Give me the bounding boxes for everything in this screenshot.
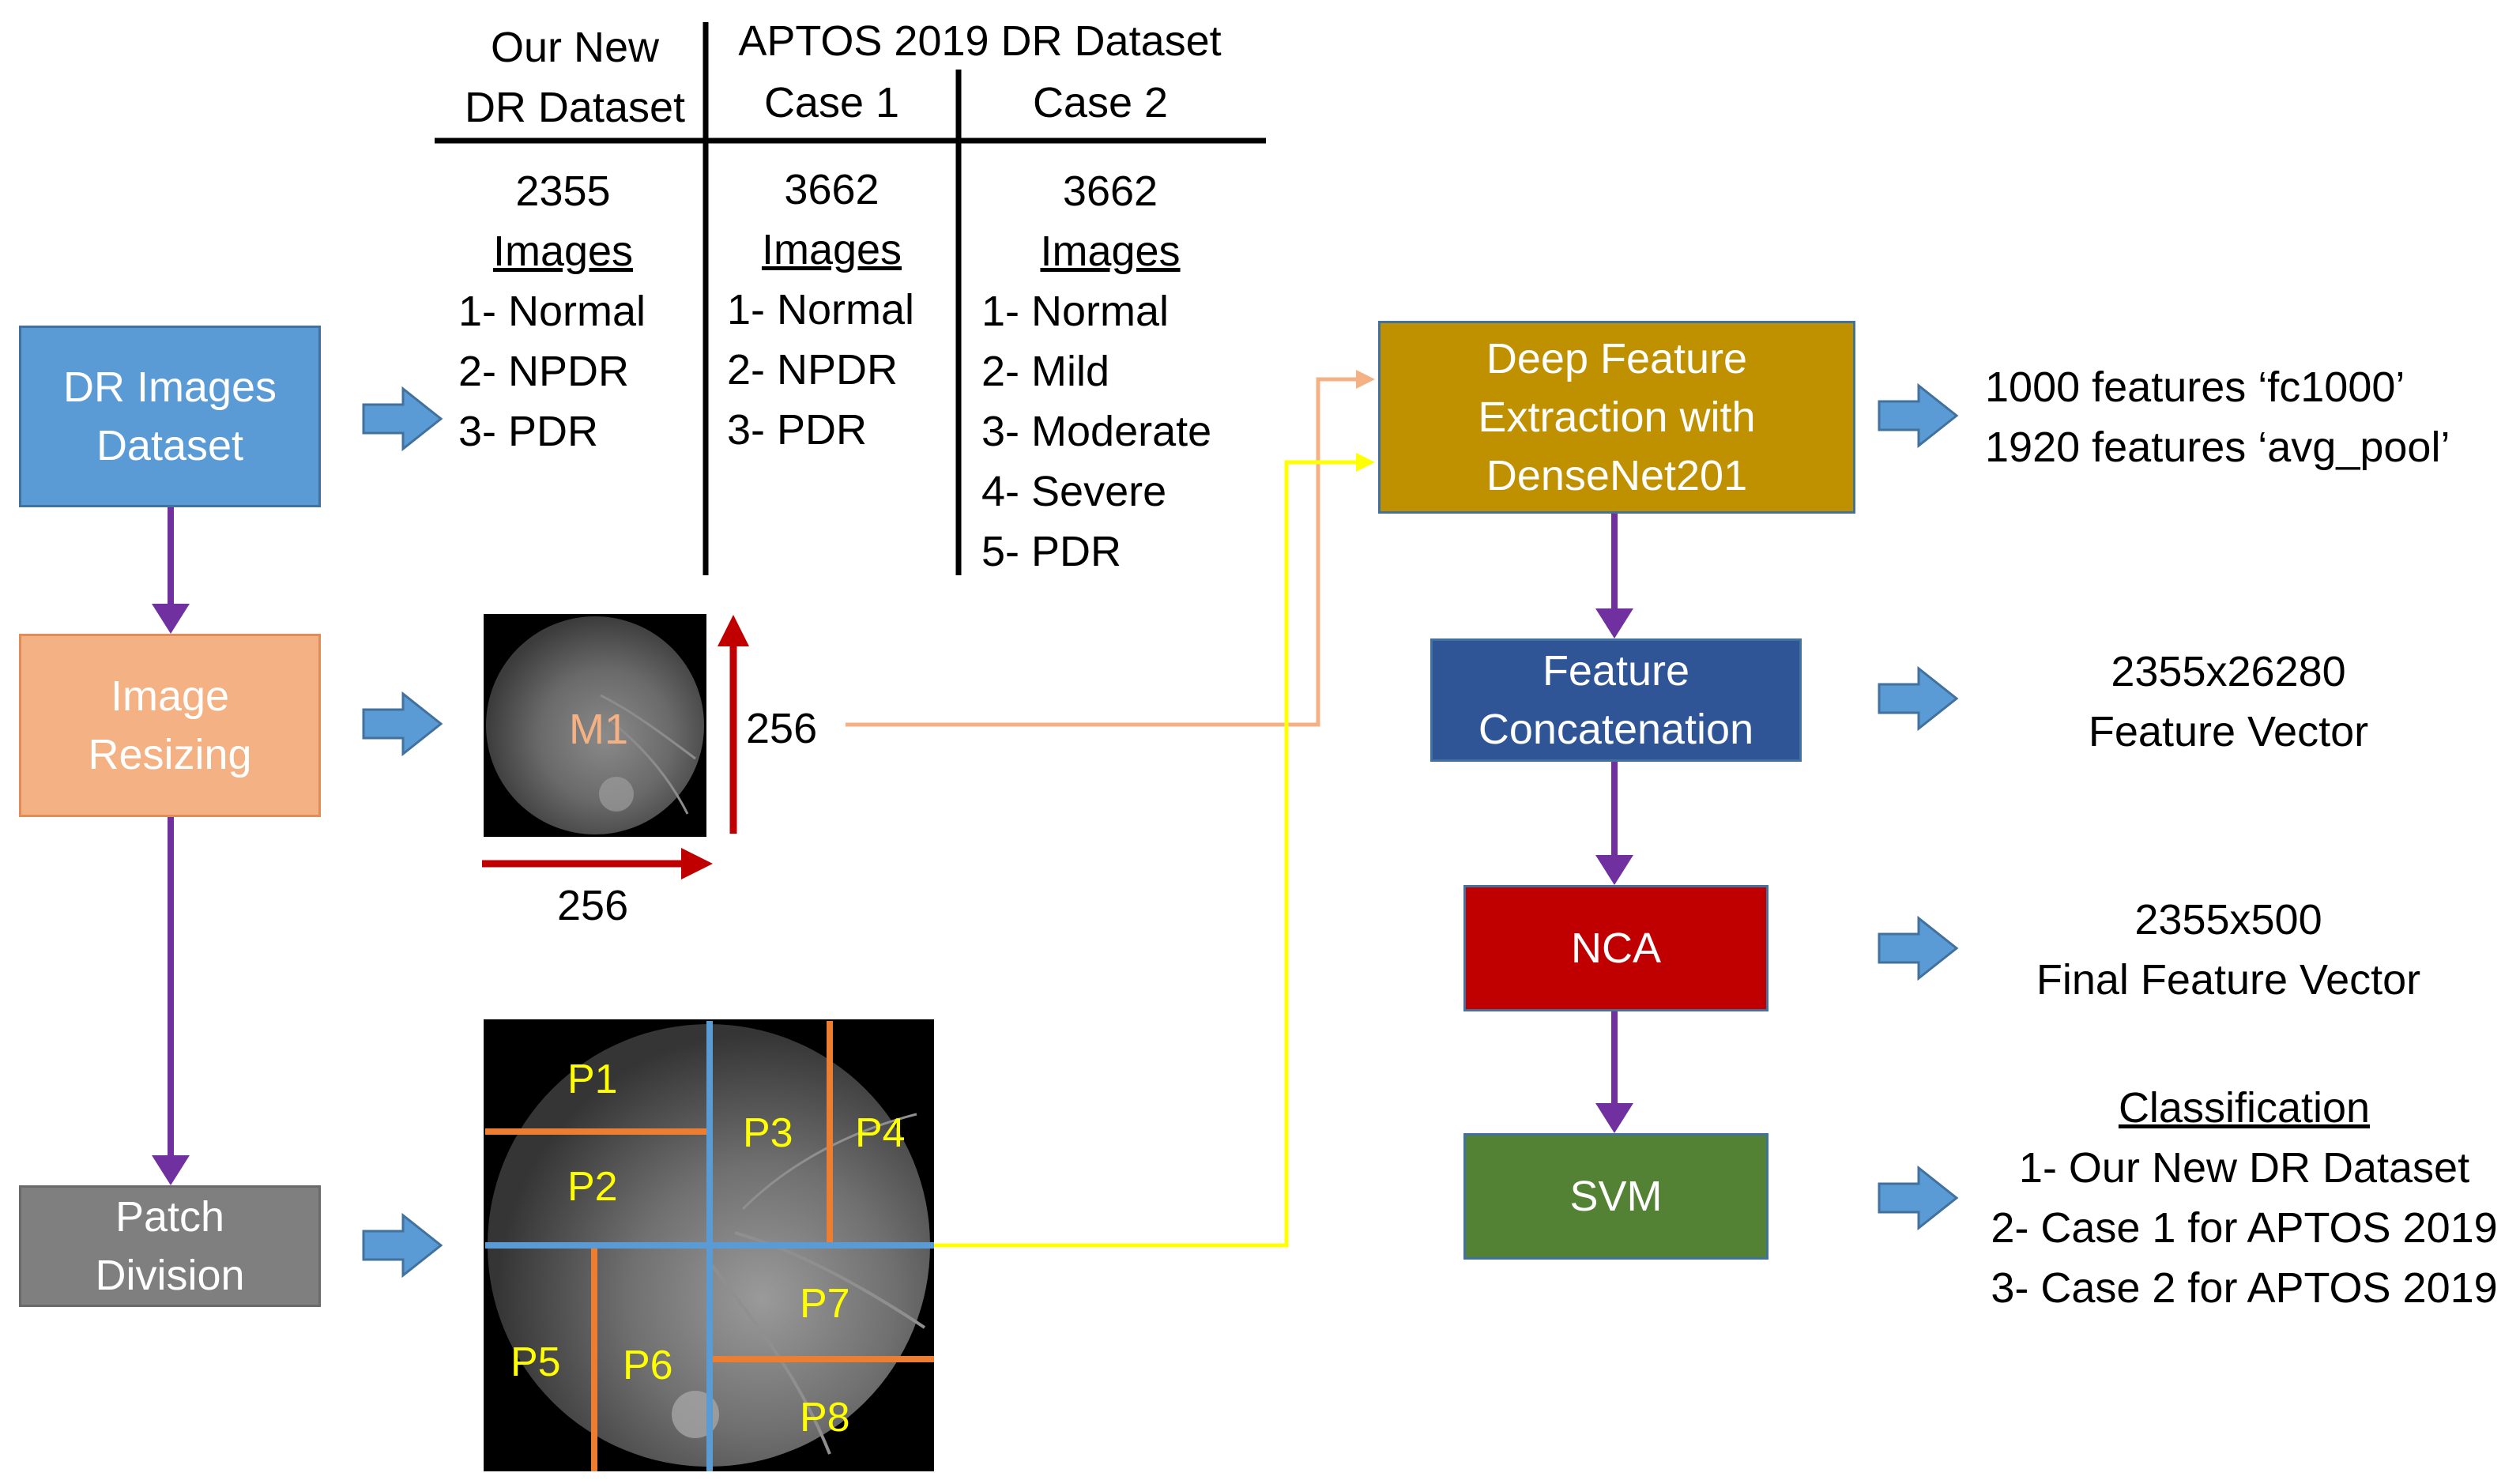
col2-item: 1- Normal <box>727 286 915 333</box>
col1-item: 3- PDR <box>458 408 599 455</box>
patch-division-box: Patch Division <box>19 1185 321 1307</box>
concat-box-line1: Feature <box>1542 647 1690 695</box>
col1-count: 2355 <box>515 168 611 215</box>
nca-output-line1: 2355x500 <box>2134 896 2322 944</box>
classification-item: 1- Our New DR Dataset <box>2018 1144 2470 1192</box>
feature-extraction-box: Deep Feature Extraction with DenseNet201 <box>1378 321 1855 514</box>
patch-label-p3: P3 <box>743 1110 793 1156</box>
col3-item: 1- Normal <box>981 288 1170 335</box>
feature-concatenation-box: Feature Concatenation <box>1430 638 1802 762</box>
classification-item: 3- Case 2 for APTOS 2019 <box>1991 1264 2498 1312</box>
nca-output-line2: Final Feature Vector <box>2036 956 2421 1004</box>
resizing-box-line2: Resizing <box>88 731 252 778</box>
classification-output: Classification 1- Our New DR Dataset 2- … <box>1976 1078 2513 1318</box>
patch-label-p2: P2 <box>567 1164 618 1210</box>
resized-fundus-image <box>484 614 706 837</box>
extraction-box-line3: DenseNet201 <box>1486 452 1748 499</box>
nca-output: 2355x500 Final Feature Vector <box>1991 890 2465 1010</box>
classification-title: Classification <box>2118 1084 2371 1132</box>
col1-header-line1: Our New <box>490 24 660 71</box>
right-flow-arrows <box>1595 514 1633 1133</box>
col2-unit: Images <box>761 226 902 273</box>
patch-box-line1: Patch <box>115 1193 225 1241</box>
col3-count: 3662 <box>1062 168 1158 215</box>
col3-header: Case 2 <box>1032 79 1169 126</box>
patch-fundus-image <box>484 1019 934 1471</box>
col1-unit: Images <box>492 228 634 275</box>
col1-header-line2: DR Dataset <box>464 84 686 131</box>
col3-unit: Images <box>1040 228 1181 275</box>
extraction-box-line1: Deep Feature <box>1486 335 1748 382</box>
resized-image-label: M1 <box>569 706 629 753</box>
svm-box-label: SVM <box>1569 1173 1663 1220</box>
image-resizing-box: Image Resizing <box>19 634 321 817</box>
block-arrows <box>362 382 1959 1279</box>
col3-item: 2- Mild <box>981 348 1110 395</box>
dr-images-dataset-box: DR Images Dataset <box>19 326 321 507</box>
patch-label-p7: P7 <box>800 1281 850 1327</box>
connector-lines <box>846 370 1375 1248</box>
concat-output: 2355x26280 Feature Vector <box>2031 642 2426 762</box>
dimension-arrows <box>482 615 749 879</box>
col3-item: 5- PDR <box>981 528 1122 575</box>
col2-count: 3662 <box>784 166 880 213</box>
col3-item: 3- Moderate <box>981 408 1212 455</box>
extraction-box-line2: Extraction with <box>1478 394 1756 441</box>
patch-box-line2: Division <box>95 1252 245 1299</box>
col3-item: 4- Severe <box>981 468 1167 515</box>
nca-box-label: NCA <box>1570 925 1661 972</box>
features-output-line1: 1000 features ‘fc1000’ <box>1985 363 2405 411</box>
col1-item: 2- NPDR <box>458 348 630 395</box>
dataset-box-line1: DR Images <box>62 363 277 411</box>
col2-header: Case 1 <box>763 79 900 126</box>
col2-item: 2- NPDR <box>727 346 898 394</box>
dataset-box-line2: Dataset <box>96 422 244 469</box>
nca-box: NCA <box>1463 885 1769 1011</box>
features-output-line2: 1920 features ‘avg_pool’ <box>1985 424 2450 471</box>
resizing-box-line1: Image <box>110 672 230 720</box>
patch-label-p4: P4 <box>855 1110 906 1156</box>
aptos-header: APTOS 2019 DR Dataset <box>738 17 1222 65</box>
concat-output-line1: 2355x26280 <box>2111 648 2346 695</box>
height-label: 256 <box>746 705 818 752</box>
left-flow-arrows <box>152 507 190 1185</box>
col1-item: 1- Normal <box>458 288 646 335</box>
width-label: 256 <box>557 882 629 929</box>
patch-label-p5: P5 <box>510 1339 561 1385</box>
concat-output-line2: Feature Vector <box>2088 708 2369 755</box>
col2-item: 3- PDR <box>727 406 868 454</box>
patch-label-p6: P6 <box>623 1343 673 1388</box>
concat-box-line2: Concatenation <box>1478 706 1754 753</box>
classification-item: 2- Case 1 for APTOS 2019 <box>1991 1204 2498 1252</box>
patch-label-p1: P1 <box>567 1057 618 1102</box>
col1-header: Our New DR Dataset <box>439 17 711 137</box>
features-output: 1000 features ‘fc1000’ 1920 features ‘av… <box>1985 357 2450 477</box>
patch-label-p8: P8 <box>800 1395 850 1441</box>
svm-box: SVM <box>1463 1133 1769 1260</box>
